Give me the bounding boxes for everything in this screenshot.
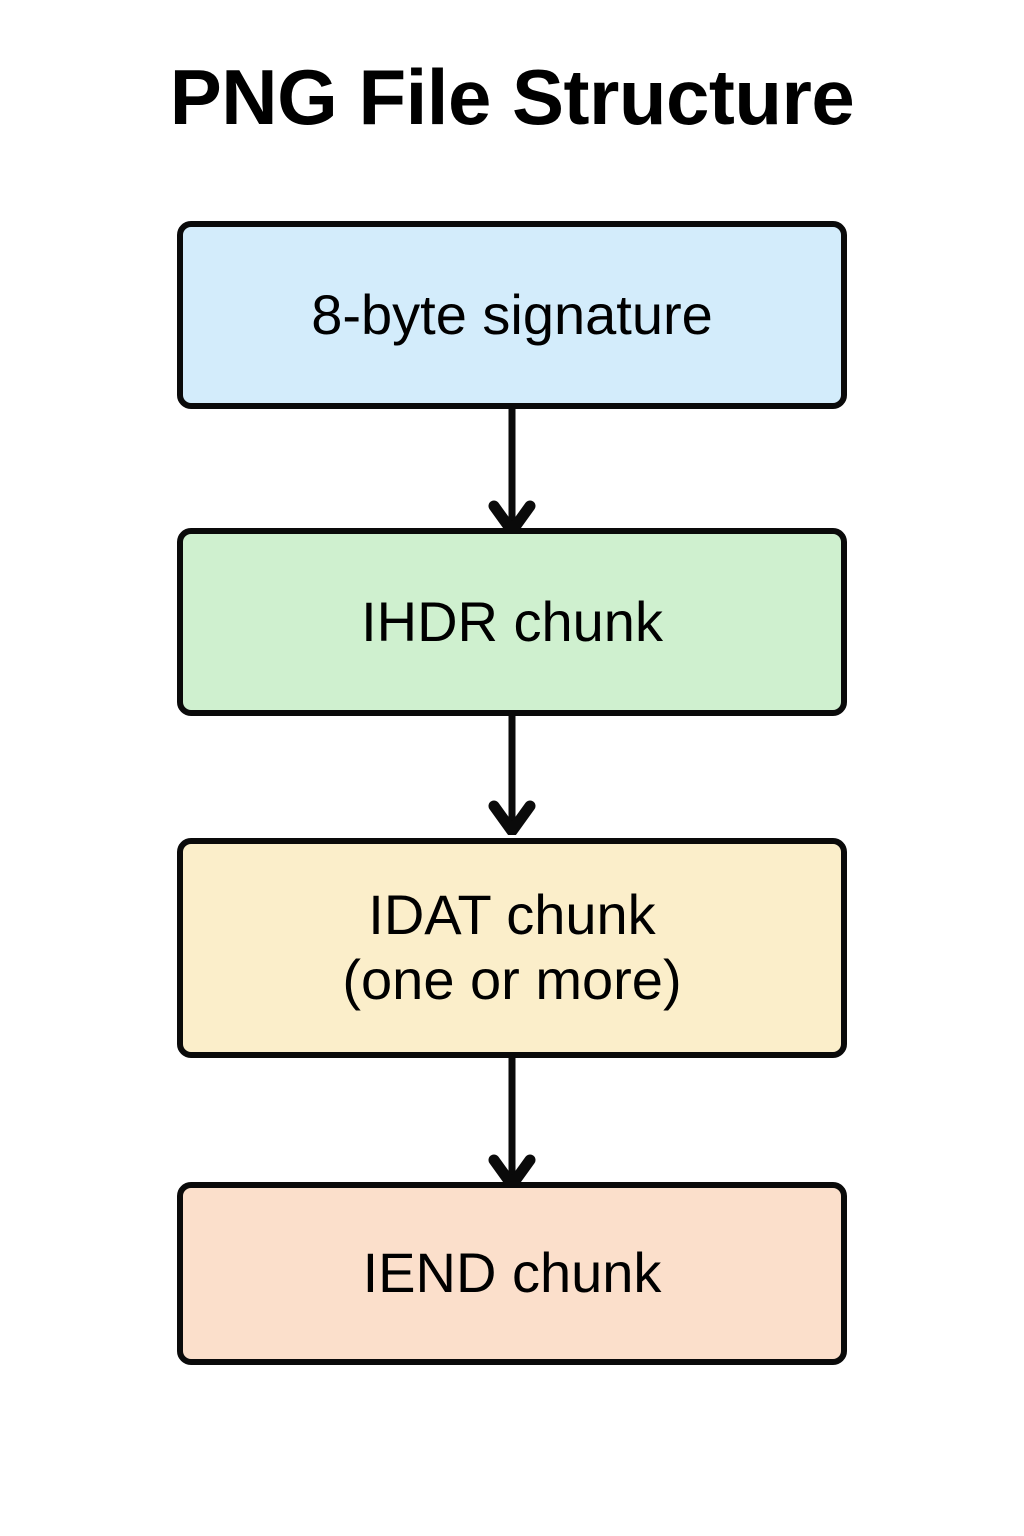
connector-signature-to-ihdr [0, 403, 1024, 537]
node-ihdr-chunk: IHDR chunk [177, 528, 847, 716]
node-ihdr-label: IHDR chunk [361, 589, 663, 653]
connector-idat-to-iend [0, 1052, 1024, 1191]
diagram-title: PNG File Structure [169, 53, 855, 141]
arrow-down-icon [488, 710, 536, 837]
connector-ihdr-to-idat [0, 710, 1024, 837]
node-signature-label: 8-byte signature [311, 282, 713, 346]
node-idat-label-line1: IDAT chunk [368, 883, 656, 947]
node-signature: 8-byte signature [177, 221, 847, 409]
node-idat-chunk: IDAT chunk (one or more) [177, 838, 847, 1058]
node-iend-chunk: IEND chunk [177, 1182, 847, 1365]
arrow-down-icon [488, 1052, 536, 1191]
node-iend-label: IEND chunk [362, 1241, 662, 1305]
node-idat-label-line2: (one or more) [342, 948, 682, 1011]
arrow-down-icon [488, 403, 536, 537]
